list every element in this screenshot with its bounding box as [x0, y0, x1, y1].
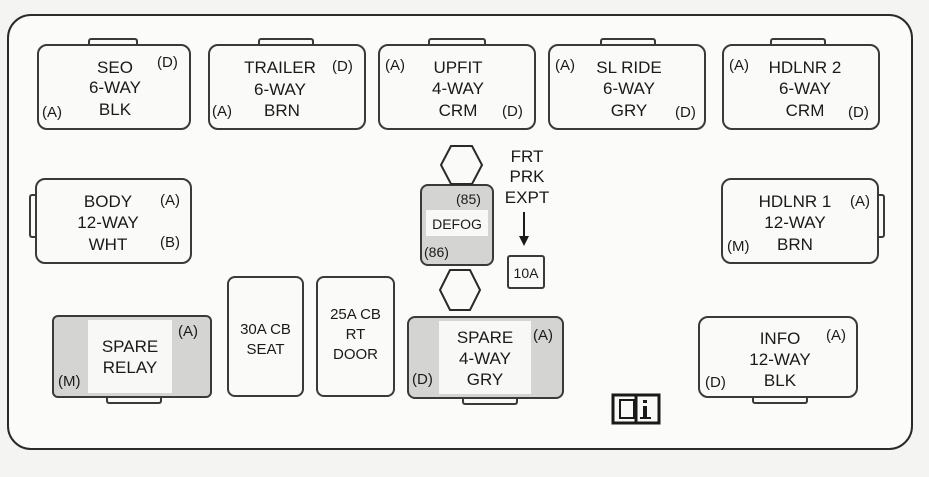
- cb-30a-seat[interactable]: 30A CB SEAT: [227, 276, 304, 397]
- defog-relay[interactable]: (85) DEFOG (86): [420, 184, 494, 266]
- book-icon: [611, 393, 661, 425]
- sl-ride-connector[interactable]: (A) SL RIDE 6-WAY GRY (D): [548, 44, 706, 130]
- connector-name: SL RIDE: [596, 58, 662, 77]
- pin-b-label: (B): [160, 234, 180, 251]
- spare-relay[interactable]: SPARE RELAY (A) (M): [52, 315, 212, 398]
- pin-a-label: (A): [178, 323, 198, 340]
- hexagon-stud-icon: [439, 145, 484, 185]
- connector-ways: 12-WAY: [749, 350, 811, 369]
- pin-d-label: (D): [675, 104, 696, 121]
- relay-label-area: [426, 210, 488, 236]
- pin-a-label: (A): [826, 327, 846, 344]
- pin-d-label: (D): [705, 374, 726, 391]
- connector-color: WHT: [88, 235, 128, 254]
- pin-m-label: (M): [58, 373, 81, 390]
- connector-name: BODY: [83, 192, 133, 211]
- connector-ways: 4-WAY: [459, 349, 511, 368]
- pin-a-label: (A): [385, 57, 405, 74]
- pin-d-label: (D): [502, 103, 523, 120]
- connector-tab: [600, 38, 656, 45]
- connector-tab: [878, 194, 885, 238]
- hexagon-stud-icon: [438, 269, 482, 311]
- pin-a-label: (A): [212, 103, 232, 120]
- upfit-connector[interactable]: (A) UPFIT 4-WAY CRM (D): [378, 44, 536, 130]
- connector-ways: 4-WAY: [432, 79, 484, 98]
- connector-name: INFO: [759, 329, 801, 348]
- relay-label-area: [88, 320, 172, 393]
- connector-tab: [29, 194, 36, 238]
- frt-label-line1: FRT: [510, 147, 544, 166]
- connector-name: TRAILER: [244, 58, 316, 77]
- connector-ways: 6-WAY: [254, 80, 306, 99]
- connector-tab: [462, 398, 518, 405]
- fuse-rating: 10A: [513, 265, 539, 281]
- connector-ways: 6-WAY: [89, 78, 141, 97]
- cb-25a-rt-door[interactable]: 25A CB RT DOOR: [316, 276, 395, 397]
- pointer-arrow-head: [519, 236, 529, 246]
- hdlnr2-connector[interactable]: (A) HDLNR 2 6-WAY CRM (D): [722, 44, 880, 130]
- pin-m-label: (M): [727, 238, 750, 255]
- connector-tab: [428, 38, 486, 45]
- pin-d-label: (D): [412, 371, 433, 388]
- pin-d-label: (D): [332, 58, 353, 75]
- frt-label-line2: PRK: [509, 167, 545, 186]
- relay-name: DEFOG: [432, 216, 482, 232]
- trailer-connector[interactable]: TRAILER 6-WAY BRN (D) (A): [208, 44, 366, 130]
- pin-a-label: (A): [533, 327, 553, 344]
- fuse-10a[interactable]: 10A: [507, 255, 545, 289]
- connector-color: BLK: [763, 371, 797, 390]
- pin-a-label: (A): [555, 57, 575, 74]
- connector-label-area: [439, 321, 531, 394]
- connector-color: CRM: [438, 101, 478, 120]
- connector-name: SEO: [97, 58, 133, 77]
- connector-ways: 6-WAY: [603, 79, 655, 98]
- pin-86-label: (86): [424, 244, 449, 260]
- connector-tab: [258, 38, 314, 45]
- breaker-circuit-line2: DOOR: [333, 346, 378, 363]
- pin-a-label: (A): [729, 57, 749, 74]
- frt-label-line3: EXPT: [504, 188, 550, 207]
- pin-d-label: (D): [848, 104, 869, 121]
- seo-connector[interactable]: SEO 6-WAY BLK (D) (A): [37, 44, 191, 130]
- relay-name-line2: RELAY: [102, 358, 158, 377]
- relay-name-line1: SPARE: [101, 337, 159, 356]
- breaker-circuit: SEAT: [246, 341, 285, 358]
- breaker-circuit-line1: RT: [345, 326, 366, 343]
- connector-color: BLK: [98, 100, 132, 119]
- breaker-rating: 30A CB: [240, 321, 291, 338]
- connector-name: HDLNR 2: [768, 58, 842, 77]
- body-connector[interactable]: BODY 12-WAY WHT (A) (B): [35, 178, 192, 264]
- pin-a-label: (A): [160, 192, 180, 209]
- pin-a-label: (A): [850, 193, 870, 210]
- breaker-rating: 25A CB: [330, 306, 381, 323]
- pin-a-label: (A): [42, 104, 62, 121]
- connector-color: GRY: [610, 101, 648, 120]
- connector-color: GRY: [466, 370, 504, 389]
- connector-name: UPFIT: [433, 58, 483, 77]
- connector-name: HDLNR 1: [758, 192, 832, 211]
- connector-color: BRN: [777, 235, 813, 254]
- connector-tab: [88, 38, 138, 45]
- connector-tab: [752, 397, 808, 404]
- connector-ways: 6-WAY: [779, 79, 831, 98]
- spare-4way-connector[interactable]: SPARE 4-WAY GRY (A) (D): [407, 316, 564, 399]
- connector-color: CRM: [785, 101, 825, 120]
- pin-d-label: (D): [157, 54, 178, 71]
- connector-ways: 12-WAY: [764, 213, 826, 232]
- connector-color: BRN: [264, 101, 300, 120]
- connector-ways: 12-WAY: [77, 213, 139, 232]
- connector-tab: [770, 38, 826, 45]
- connector-name: SPARE: [456, 328, 514, 347]
- connector-tab: [106, 397, 162, 404]
- info-connector[interactable]: INFO 12-WAY BLK (A) (D): [698, 316, 858, 398]
- hdlnr1-connector[interactable]: HDLNR 1 12-WAY BRN (A) (M): [721, 178, 879, 264]
- pin-85-label: (85): [456, 191, 481, 207]
